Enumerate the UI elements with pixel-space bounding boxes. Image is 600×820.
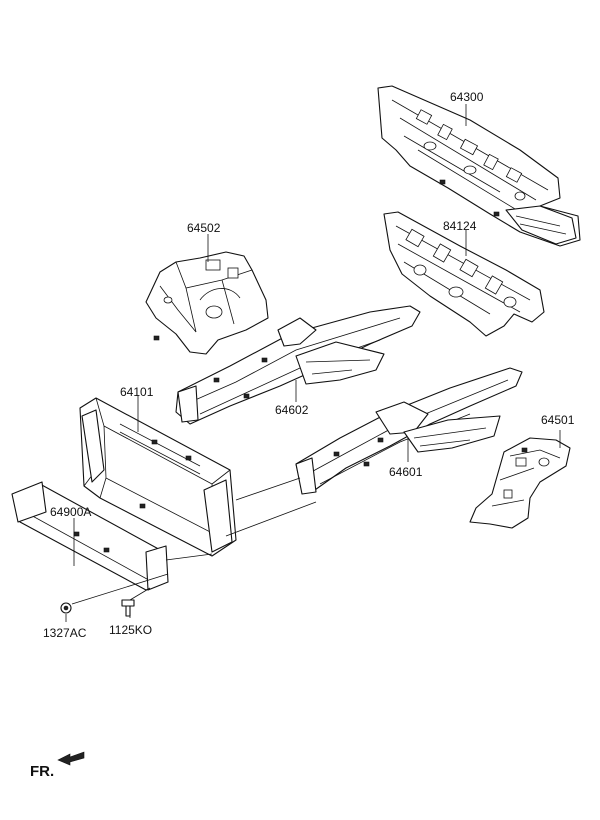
label-64501: 64501 [541, 413, 575, 427]
label-1125KO: 1125KO [109, 623, 152, 637]
part-64502-wheel-housing-lh [145, 251, 269, 355]
part-84124-dash-insulator [383, 211, 545, 337]
assembly-guide-lines [71, 477, 317, 605]
part-64300-dash-panel [377, 85, 581, 247]
part-1327AC-nut [60, 602, 72, 614]
label-1327AC: 1327AC [43, 626, 87, 640]
part-64900A-bumper-rail [11, 481, 169, 591]
label-64900A: 64900A [50, 505, 91, 519]
part-labels: 64300 84124 64502 64602 64101 64601 6450… [43, 90, 575, 640]
part-64601-side-member-rh [295, 367, 523, 495]
front-direction-arrow-icon [57, 751, 85, 766]
label-64601: 64601 [389, 465, 423, 479]
label-64602: 64602 [275, 403, 309, 417]
part-64501-wheel-housing-rh [469, 437, 571, 529]
front-direction-label: FR. [30, 763, 54, 780]
front-direction-indicator: FR. [30, 751, 85, 780]
label-84124: 84124 [443, 219, 477, 233]
part-64101-radiator-support [79, 397, 237, 557]
label-64300: 64300 [450, 90, 484, 104]
label-64101: 64101 [120, 385, 154, 399]
leader-lines [65, 104, 561, 622]
part-64602-side-member-lh [175, 305, 421, 425]
part-1125KO-bolt [121, 599, 135, 617]
label-64502: 64502 [187, 221, 221, 235]
